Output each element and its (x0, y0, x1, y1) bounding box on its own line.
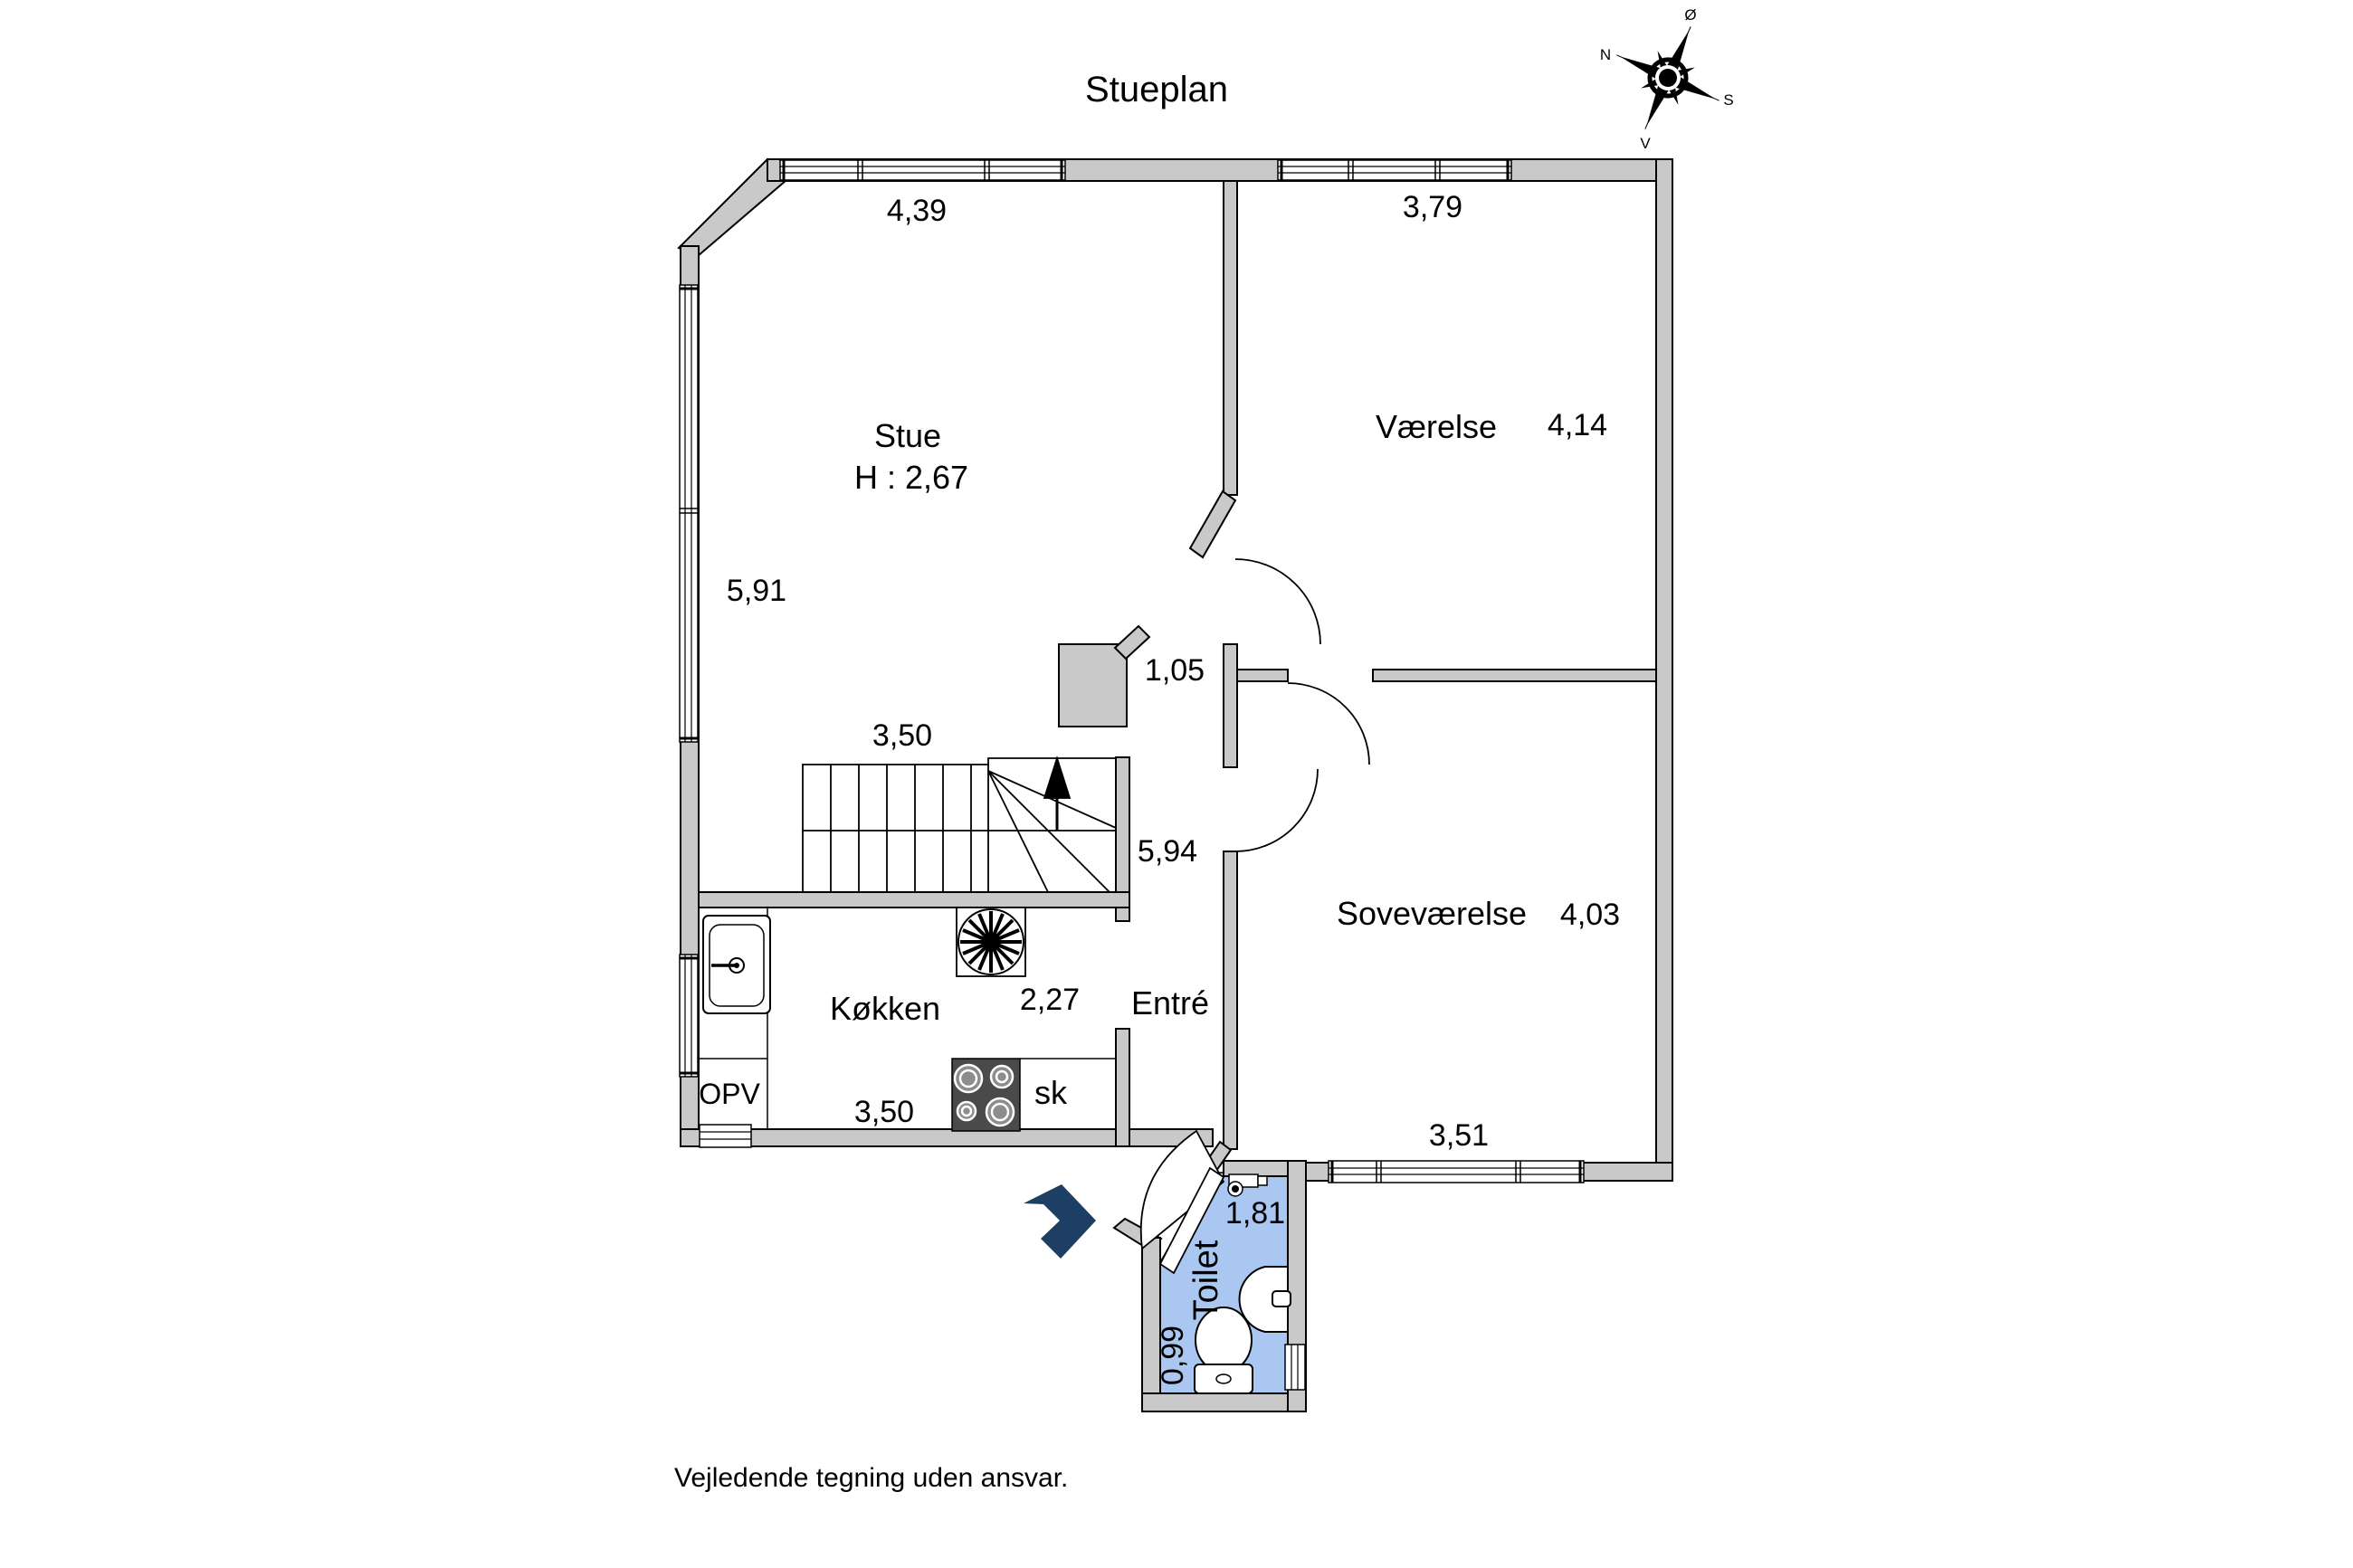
dim-sovevaerelse-bottom: 3,51 (1429, 1118, 1489, 1153)
wall-closet (1115, 1028, 1130, 1147)
toilet-fixtures (1194, 1174, 1291, 1394)
dim-toilet-width: 1,81 (1225, 1196, 1285, 1231)
wall-chimney-stub (1113, 624, 1151, 660)
wall-right (1655, 158, 1673, 1182)
compass-e: Ø (1684, 6, 1696, 24)
dim-hall-opening: 1,05 (1145, 653, 1205, 688)
compass-s: S (1723, 91, 1733, 109)
compass-n: N (1600, 46, 1611, 63)
wall-kitchen-bottom (680, 1128, 1214, 1147)
wall-divider-west (1236, 669, 1289, 682)
dim-vaerelse-top: 3,79 (1403, 190, 1462, 224)
door-arc-sovevaerelse-hall (1234, 768, 1319, 852)
door-arc-vaerelse (1234, 558, 1321, 645)
kitchen-fixtures (699, 908, 1116, 1132)
wall-closet-stub (1115, 907, 1130, 922)
staircase (802, 755, 1117, 893)
winder-line (987, 770, 1049, 893)
windows-layer (679, 159, 1585, 1391)
wc (1194, 1307, 1253, 1394)
window-stue-top (779, 159, 1066, 181)
wall-hall-upper (1223, 180, 1238, 496)
room-label-entre: Entré (1131, 984, 1209, 1022)
stove (951, 1058, 1021, 1132)
winder-line (987, 770, 1110, 893)
stair-outline (802, 757, 1117, 892)
wall-divider-east (1372, 669, 1657, 682)
compass-v: V (1640, 135, 1651, 152)
disclaimer: Vejledende tegning uden ansvar. (674, 1463, 1068, 1493)
room-height-stue: H : 2,67 (854, 459, 968, 496)
room-label-koekken: Køkken (830, 990, 940, 1027)
window-stue-left (679, 284, 699, 743)
vent-opv (699, 1124, 752, 1148)
fixture-label-opv: OPV (699, 1078, 760, 1110)
spiral-stair-symbol (956, 907, 1026, 977)
wall-stair-bottom (698, 891, 1130, 908)
wall-hall-lower (1223, 851, 1238, 1150)
wall-chimney-block (1058, 643, 1128, 727)
entry-door-leaf (1158, 1166, 1225, 1275)
window-toilet-right (1284, 1344, 1306, 1391)
window-vaerelse-top (1277, 159, 1512, 181)
dim-sovevaerelse-width: 4,03 (1560, 898, 1620, 932)
entrance-arrow (1024, 1184, 1096, 1259)
walls-layer (677, 157, 1673, 1412)
compass: N Ø S V (1600, 6, 1734, 152)
room-label-stue: Stue (874, 417, 941, 454)
fixture-label-sk: sk (1034, 1074, 1068, 1111)
door-arc-sovevaerelse-divider (1287, 682, 1370, 765)
winder-line (987, 770, 1117, 829)
wall-hall-mid (1223, 643, 1238, 768)
door-swings (1139, 558, 1370, 1275)
room-label-toilet: Toilet (1187, 1240, 1225, 1320)
room-label-sovevaerelse: Soveværelse (1337, 895, 1527, 932)
page-title: Stueplan (1085, 70, 1228, 109)
window-kitchen-left (679, 954, 699, 1078)
door-leaf-stue (1188, 489, 1237, 559)
room-label-vaerelse: Værelse (1376, 408, 1497, 445)
dim-stue-top: 4,39 (887, 194, 947, 228)
window-bedroom-south (1328, 1160, 1585, 1183)
entry-door-fan (1139, 1129, 1225, 1250)
dim-koekken-depth: 2,27 (1020, 983, 1080, 1017)
dim-koekken-width: 3,50 (854, 1095, 914, 1129)
dim-stue-left: 5,91 (727, 574, 786, 608)
dim-hall-length: 5,94 (1138, 834, 1197, 869)
washbasin (1238, 1266, 1291, 1333)
kitchen-sink (702, 915, 771, 1014)
dim-vaerelse-width: 4,14 (1548, 408, 1607, 442)
dim-toilet-depth: 0,99 (1156, 1326, 1190, 1385)
toilet-tap (1227, 1174, 1268, 1197)
wall-stair-right (1115, 756, 1130, 893)
dim-stair-width: 3,50 (872, 718, 932, 753)
wall-toilet-bottom (1141, 1392, 1307, 1412)
stair-up-arrow (1043, 755, 1072, 799)
labels-layer: Stueplan Vejledende tegning uden ansvar.… (674, 70, 1620, 1493)
